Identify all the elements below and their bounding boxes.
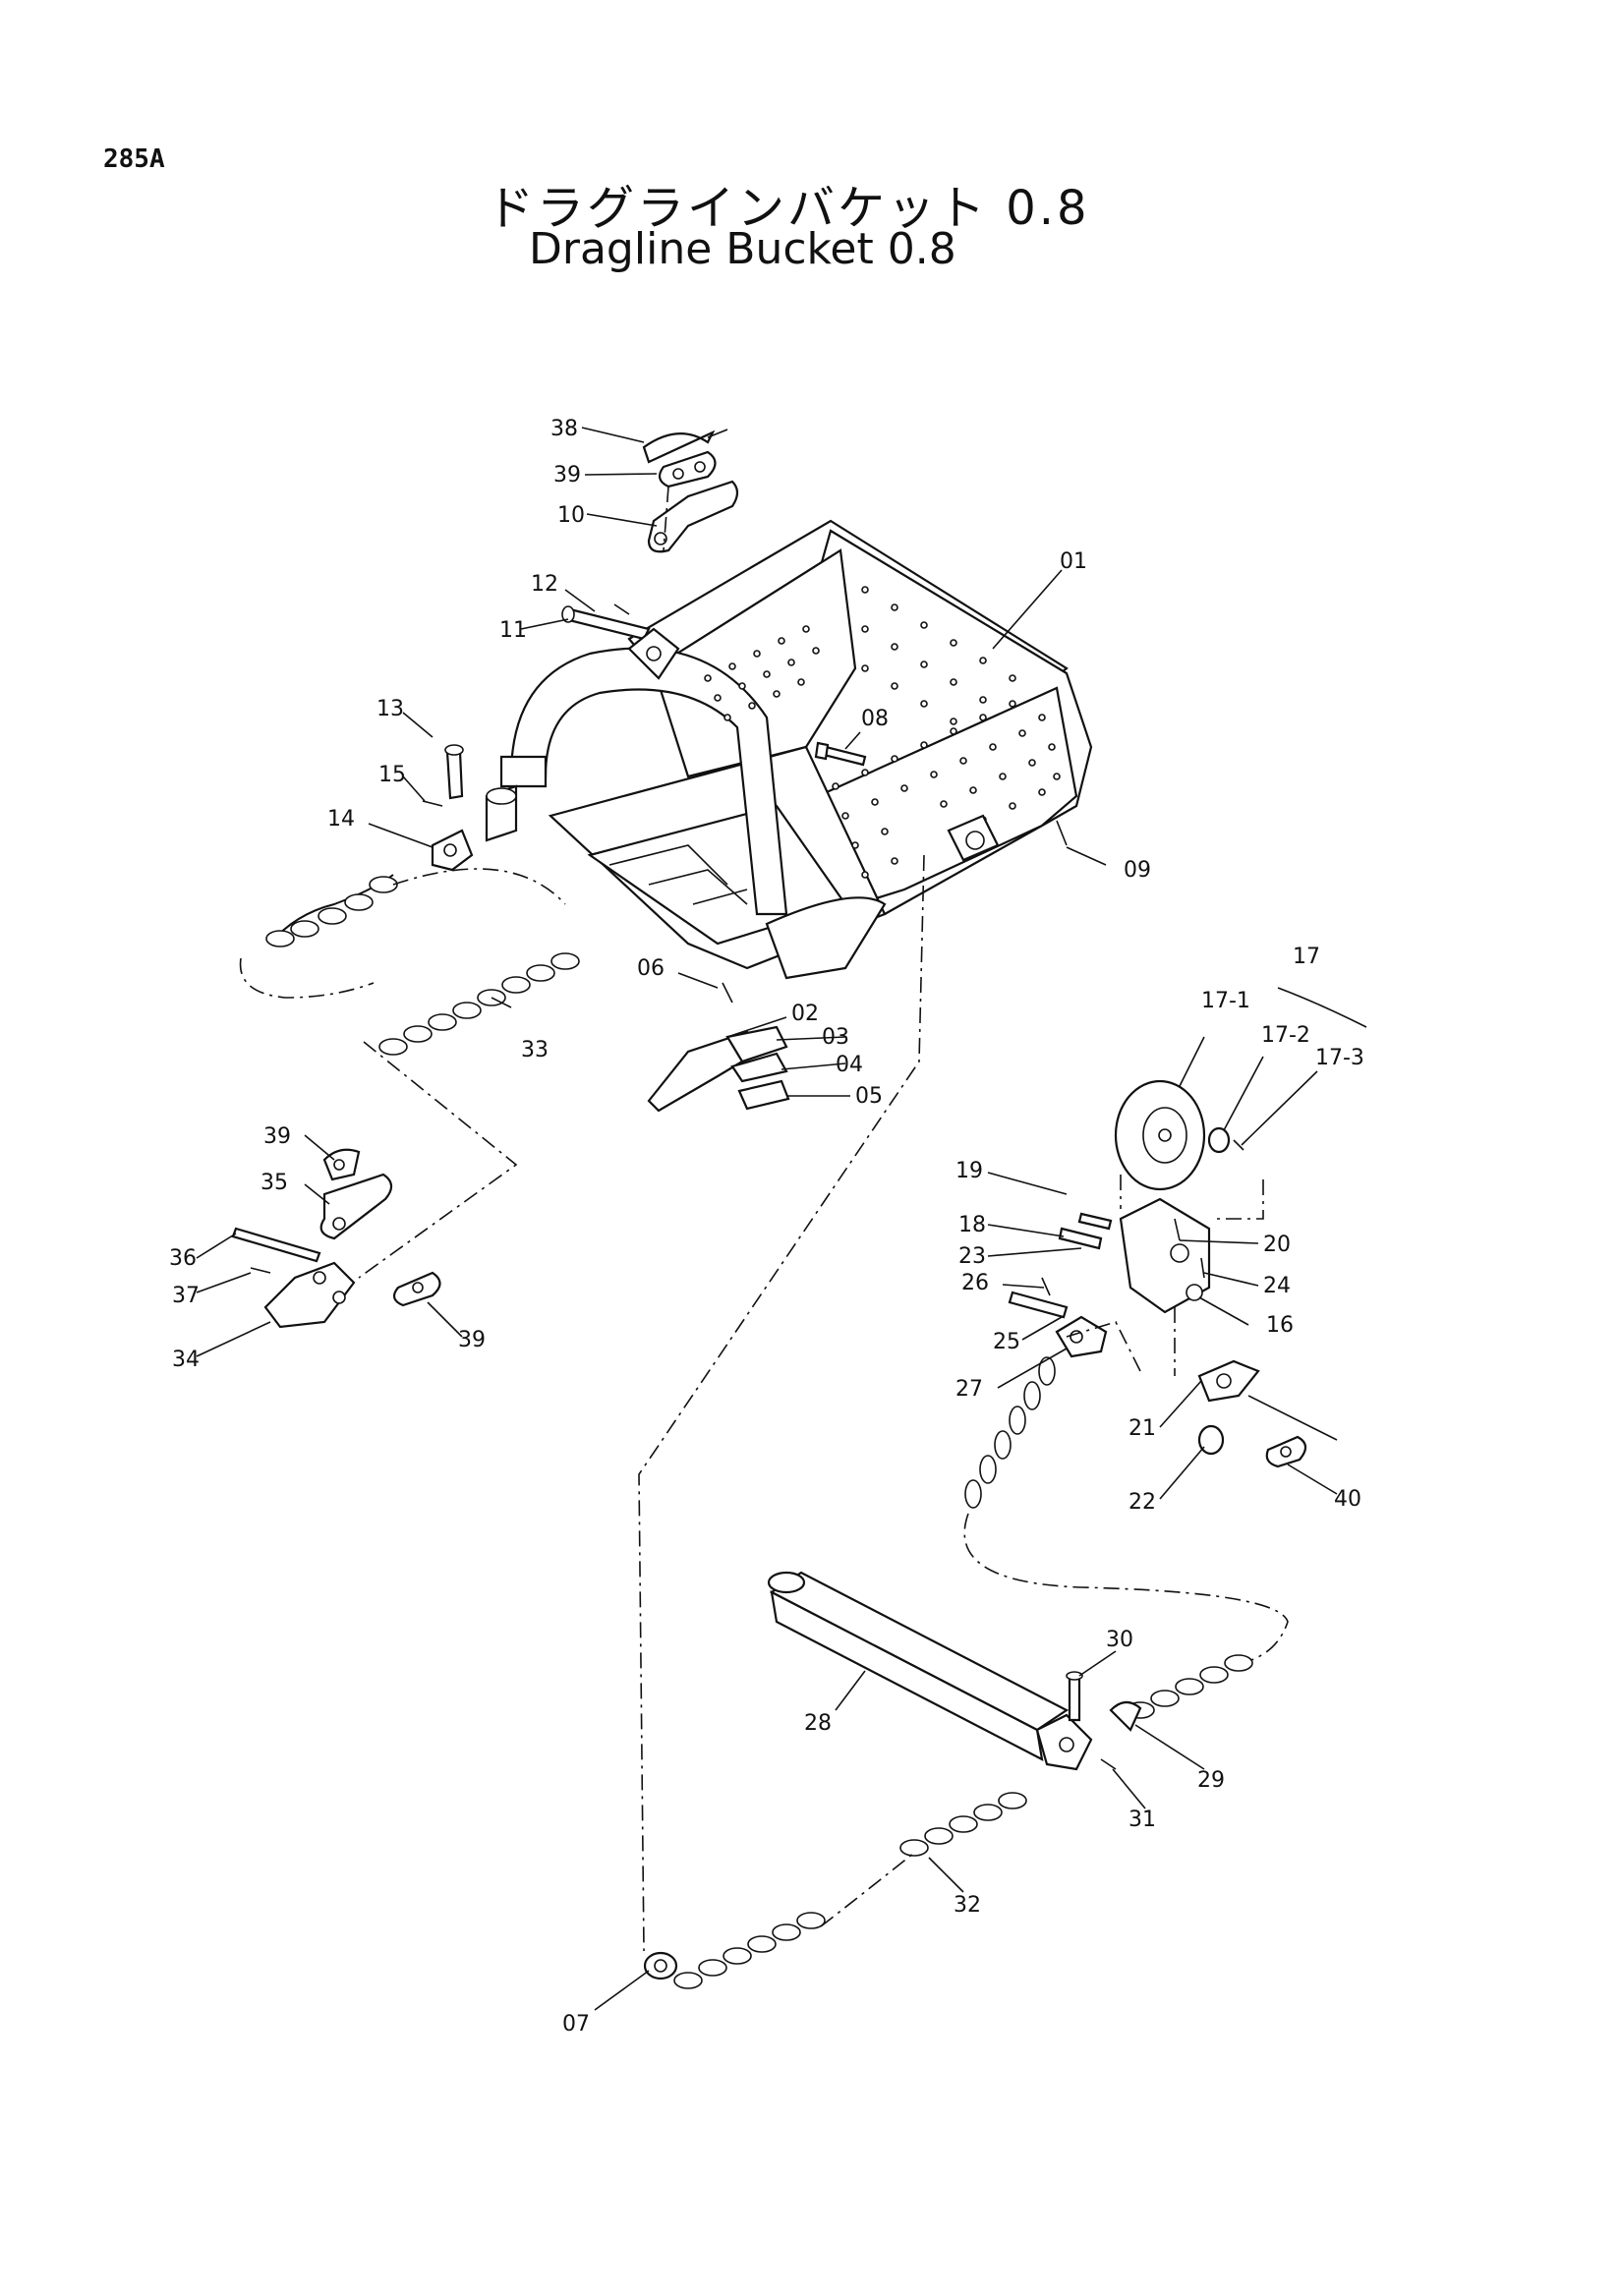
label-39-top: 39 <box>553 463 581 488</box>
chain-loop-right <box>963 1513 1289 1662</box>
label-10: 10 <box>557 503 585 528</box>
label-06: 06 <box>637 956 665 981</box>
label-21: 21 <box>1128 1416 1156 1441</box>
label-25: 25 <box>993 1330 1020 1354</box>
label-32: 32 <box>954 1893 981 1918</box>
label-22: 22 <box>1128 1490 1156 1515</box>
bucket-side-hitch <box>947 814 1000 862</box>
label-19: 19 <box>955 1159 983 1183</box>
label-35: 35 <box>260 1171 288 1195</box>
label-17: 17 <box>1293 945 1320 969</box>
chain-loop-left <box>239 957 375 999</box>
label-39-left: 39 <box>263 1124 291 1149</box>
sheave-assembly <box>1008 1079 1307 1468</box>
label-05: 05 <box>855 1084 883 1109</box>
label-17-1: 17-1 <box>1201 989 1250 1013</box>
label-16: 16 <box>1266 1313 1294 1338</box>
label-40: 40 <box>1334 1487 1361 1512</box>
label-15: 15 <box>378 763 406 787</box>
spreader-bar-assembly <box>643 1571 1142 1980</box>
label-29: 29 <box>1197 1768 1225 1793</box>
tooth-parts <box>647 982 790 1113</box>
chain-32-lower <box>673 1792 1027 1989</box>
label-02: 02 <box>791 1002 819 1026</box>
chain-27-right <box>964 1356 1056 1509</box>
label-30: 30 <box>1106 1628 1133 1652</box>
chain-29-right <box>1126 1654 1253 1719</box>
label-18: 18 <box>958 1213 986 1237</box>
bucket-body-drawing <box>485 519 1093 980</box>
label-20: 20 <box>1263 1233 1291 1257</box>
chain-loop-top <box>392 868 566 905</box>
label-39-lower: 39 <box>458 1328 486 1352</box>
label-36: 36 <box>169 1246 197 1271</box>
label-31: 31 <box>1128 1808 1156 1832</box>
label-03: 03 <box>822 1025 849 1050</box>
label-37: 37 <box>172 1284 200 1308</box>
upper-hitch-parts <box>561 429 1068 846</box>
label-leader-lines <box>196 427 1367 2011</box>
label-13: 13 <box>376 697 404 721</box>
label-14: 14 <box>327 807 355 832</box>
label-08: 08 <box>861 707 889 731</box>
label-11: 11 <box>499 618 527 643</box>
bucket-perforations <box>704 586 1061 879</box>
chain-33-lower <box>378 952 580 1056</box>
label-27: 27 <box>955 1377 983 1402</box>
page-number: 285A <box>103 144 165 174</box>
title-english: Dragline Bucket 0.8 <box>529 224 956 274</box>
label-24: 24 <box>1263 1274 1291 1298</box>
label-07: 07 <box>562 2012 590 2037</box>
label-17-2: 17-2 <box>1261 1023 1310 1048</box>
connection-lines <box>358 486 1264 1952</box>
label-09: 09 <box>1124 858 1151 883</box>
label-17-3: 17-3 <box>1315 1046 1364 1070</box>
label-28: 28 <box>804 1711 832 1736</box>
chain-33-upper <box>265 874 398 947</box>
label-04: 04 <box>836 1053 863 1077</box>
label-33: 33 <box>521 1038 549 1062</box>
label-12: 12 <box>531 572 558 597</box>
label-26: 26 <box>961 1271 989 1295</box>
label-01: 01 <box>1060 549 1087 574</box>
label-23: 23 <box>958 1244 986 1269</box>
title-japanese: ドラグラインバケット 0.8 <box>487 181 1090 236</box>
left-hitch-parts <box>422 744 474 872</box>
label-34: 34 <box>172 1348 200 1372</box>
label-38: 38 <box>550 417 578 441</box>
part-number-labels: 01 02 03 04 05 06 07 08 09 10 11 12 13 1… <box>169 417 1364 2037</box>
